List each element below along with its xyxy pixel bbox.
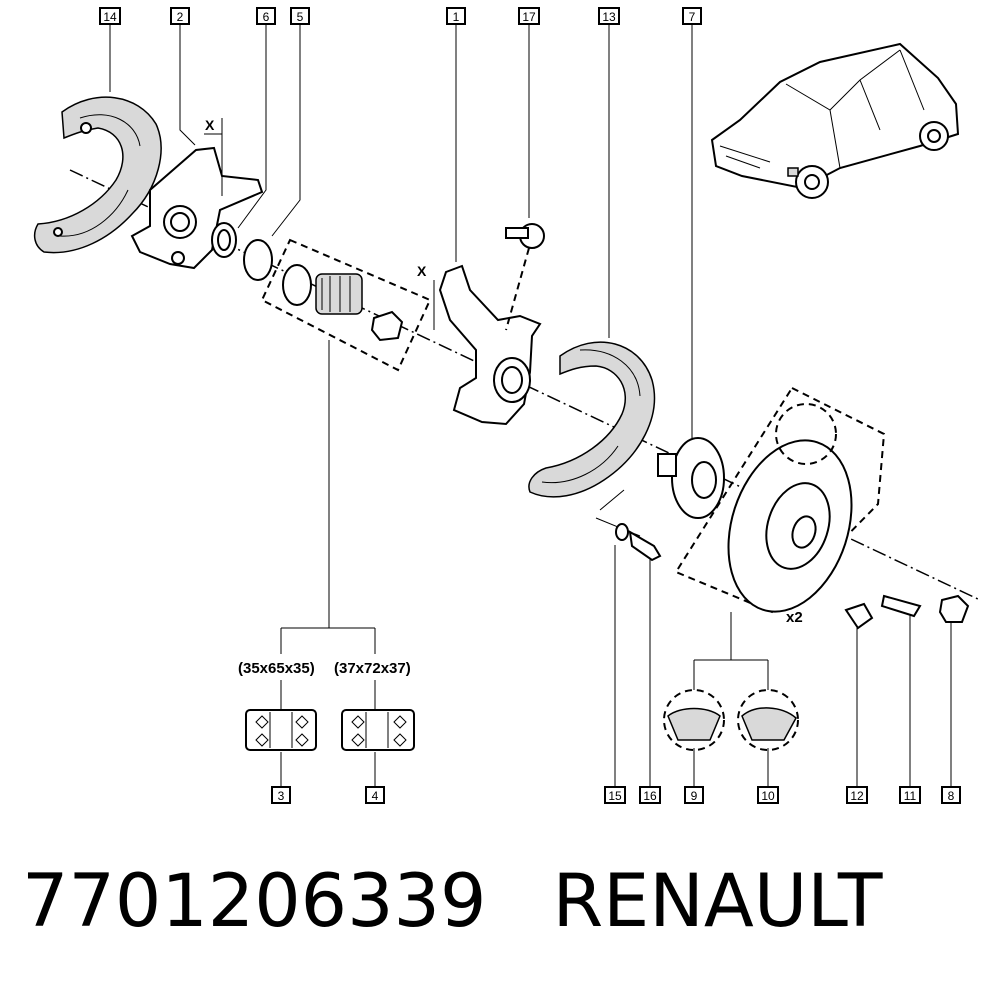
hub-nut-small bbox=[370, 310, 404, 342]
disc-detail-10 bbox=[737, 689, 799, 751]
leader-lines bbox=[109, 24, 952, 787]
brake-disc bbox=[727, 403, 853, 613]
svg-text:8: 8 bbox=[948, 789, 955, 803]
callout-1[interactable]: 1 bbox=[446, 7, 466, 25]
callout-5[interactable]: 5 bbox=[290, 7, 310, 25]
svg-text:14: 14 bbox=[103, 10, 117, 24]
callout-4[interactable]: 4 bbox=[365, 786, 385, 804]
callout-12[interactable]: 12 bbox=[846, 786, 868, 804]
callout-13[interactable]: 13 bbox=[598, 7, 620, 25]
bearing-size-right: (37x72x37) bbox=[334, 660, 411, 677]
knuckle-bolt bbox=[505, 223, 545, 331]
svg-text:16: 16 bbox=[643, 789, 657, 803]
callout-2[interactable]: 2 bbox=[170, 7, 190, 25]
svg-text:17: 17 bbox=[522, 10, 536, 24]
bearing-kit-group bbox=[260, 238, 432, 372]
section-mark-lower: X bbox=[417, 263, 427, 279]
callout-16[interactable]: 16 bbox=[639, 786, 661, 804]
washer-and-screw bbox=[615, 523, 662, 562]
brake-shield-left bbox=[33, 96, 162, 254]
svg-text:2: 2 bbox=[177, 10, 184, 24]
steering-knuckle bbox=[433, 264, 542, 426]
svg-text:9: 9 bbox=[691, 789, 698, 803]
svg-text:7: 7 bbox=[689, 10, 696, 24]
bearing-variant-4 bbox=[341, 709, 415, 751]
hub-carrier bbox=[130, 118, 264, 270]
disc-quantity: x2 bbox=[786, 609, 803, 626]
svg-text:1: 1 bbox=[453, 10, 460, 24]
svg-text:12: 12 bbox=[850, 789, 864, 803]
disc-fasteners bbox=[844, 594, 970, 630]
callout-15[interactable]: 15 bbox=[604, 786, 626, 804]
brake-shield-right bbox=[528, 341, 656, 537]
wheel-hub bbox=[657, 437, 725, 519]
svg-text:11: 11 bbox=[904, 789, 917, 803]
svg-text:5: 5 bbox=[297, 10, 304, 24]
svg-text:6: 6 bbox=[263, 10, 270, 24]
section-mark-upper: X bbox=[205, 117, 215, 133]
svg-text:15: 15 bbox=[608, 789, 622, 803]
bearing-size-left: (35x65x35) bbox=[238, 660, 315, 677]
callout-7[interactable]: 7 bbox=[682, 7, 702, 25]
callout-8[interactable]: 8 bbox=[941, 786, 961, 804]
callout-11[interactable]: 11 bbox=[899, 786, 921, 804]
brand-name: RENAULT bbox=[552, 859, 883, 944]
svg-text:10: 10 bbox=[761, 789, 775, 803]
wheel-bearing bbox=[315, 273, 363, 315]
callout-3[interactable]: 3 bbox=[271, 786, 291, 804]
callout-14[interactable]: 14 bbox=[99, 7, 121, 25]
callout-6[interactable]: 6 bbox=[256, 7, 276, 25]
callout-10-highlighted[interactable]: 10 bbox=[757, 786, 779, 804]
seal-ring bbox=[211, 222, 237, 258]
svg-text:4: 4 bbox=[372, 789, 379, 803]
circlips bbox=[243, 239, 312, 306]
svg-text:13: 13 bbox=[602, 10, 616, 24]
disc-detail-9 bbox=[663, 689, 725, 751]
svg-text:3: 3 bbox=[278, 789, 285, 803]
car-illustration bbox=[710, 42, 960, 199]
callout-17[interactable]: 17 bbox=[518, 7, 540, 25]
part-caption: 7701206339 RENAULT bbox=[22, 852, 982, 952]
callouts: 14 2 6 5 1 17 13 7 3 4 15 16 9 10 12 11 … bbox=[99, 7, 961, 804]
bearing-variant-3 bbox=[245, 709, 317, 751]
part-number: 7701206339 bbox=[22, 859, 487, 944]
callout-9[interactable]: 9 bbox=[684, 786, 704, 804]
brake-disc-group bbox=[674, 386, 886, 614]
